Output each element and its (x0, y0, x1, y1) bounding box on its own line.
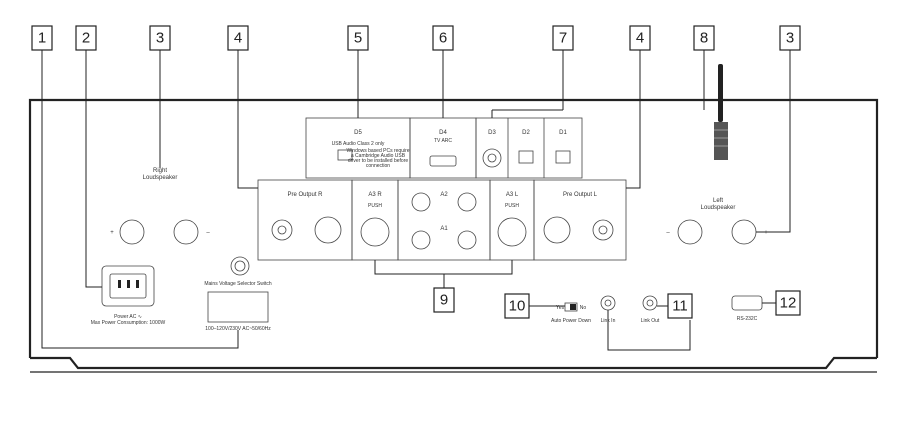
push-label-r: PUSH (368, 203, 382, 209)
leader-lines (41, 50, 791, 351)
d2-optical-port[interactable] (518, 150, 534, 164)
a2-l-rca[interactable] (457, 192, 477, 212)
pre-output-r-label: Pre Output R (287, 192, 323, 198)
power-consumption-label: Max Power Consumption: 1000W (91, 320, 166, 326)
usb-note-1: Windows based PCs require (346, 148, 409, 154)
svg-text:6: 6 (439, 30, 447, 47)
d4-label: D4 (439, 130, 447, 136)
callout-7: 7 (552, 25, 574, 51)
usb-note-4: connection (366, 163, 390, 169)
rs232c-port[interactable] (731, 295, 763, 311)
push-label-l: PUSH (505, 203, 519, 209)
power-inlet[interactable] (101, 265, 155, 307)
d5-label: D5 (354, 130, 362, 136)
d1-label: D1 (559, 130, 567, 136)
right-speaker-label-2: Loudspeaker (143, 175, 178, 181)
usb-audio-label: USB Audio Class 2 only (332, 141, 385, 147)
mains-voltage-switch[interactable] (207, 256, 269, 323)
usb-note-2: a Cambridge Audio USB (351, 153, 406, 159)
auto-power-down-label: Auto Power Down (551, 318, 591, 324)
svg-text:12: 12 (780, 295, 797, 312)
svg-text:4: 4 (636, 30, 644, 47)
power-ac-label: Power AC ∿ (114, 314, 142, 320)
callout-8: 8 (693, 25, 715, 51)
callout-12: 12 (775, 290, 801, 316)
d1-optical-port[interactable] (555, 150, 571, 164)
speaker-terminals: Right Loudspeaker + – Left Loudspeaker –… (110, 168, 768, 245)
callout-3-right: 3 (779, 25, 801, 51)
svg-text:11: 11 (672, 298, 688, 315)
left-speaker-label-1: Left (713, 198, 723, 204)
a1-l-rca[interactable] (457, 230, 477, 250)
callout-6: 6 (432, 25, 454, 51)
chassis (28, 98, 879, 373)
left-speaker-plus-terminal[interactable] (731, 219, 757, 245)
callout-10: 10 (504, 293, 530, 319)
a3l-xlr-input[interactable] (497, 217, 527, 247)
left-minus-sign: – (666, 230, 670, 236)
usb-b-port[interactable] (337, 149, 353, 161)
svg-text:3: 3 (786, 30, 794, 47)
d3-label: D3 (488, 130, 496, 136)
no-label: No (580, 305, 587, 311)
mains-voltage-label: 100–120V/230V AC~50/60Hz (205, 326, 271, 332)
d3-coax-port[interactable] (482, 148, 502, 168)
a3r-xlr-input[interactable] (360, 217, 390, 247)
a2-label: A2 (440, 192, 448, 198)
callout-5: 5 (347, 25, 369, 51)
svg-text:2: 2 (82, 30, 90, 47)
svg-text:5: 5 (354, 30, 362, 47)
svg-text:1: 1 (38, 30, 46, 47)
right-speaker-minus-terminal[interactable] (173, 219, 199, 245)
callout-2: 2 (75, 25, 97, 51)
svg-text:9: 9 (440, 292, 448, 309)
svg-text:3: 3 (156, 30, 164, 47)
left-speaker-label-2: Loudspeaker (701, 205, 736, 211)
callout-4-right: 4 (629, 25, 651, 51)
yes-label: Yes (556, 305, 565, 311)
pre-out-l-xlr[interactable] (543, 216, 571, 244)
d2-label: D2 (522, 130, 530, 136)
left-speaker-minus-terminal[interactable] (677, 219, 703, 245)
bluetooth-antenna[interactable] (714, 64, 728, 160)
callout-11: 11 (667, 293, 693, 319)
auto-power-down-switch[interactable] (564, 302, 578, 312)
right-speaker-label-1: Right (153, 168, 167, 174)
a3r-label: A3 R (368, 192, 382, 198)
pre-out-l-rca[interactable] (592, 219, 614, 241)
a1-label: A1 (440, 226, 448, 232)
hdmi-port[interactable] (429, 155, 457, 167)
pre-output-l-label: Pre Output L (563, 192, 598, 198)
right-plus-sign: + (110, 230, 114, 236)
svg-text:8: 8 (700, 30, 708, 47)
a2-r-rca[interactable] (411, 192, 431, 212)
analog-panel: Pre Output R A3 R A2 A1 A3 L Pre Output … (257, 179, 627, 261)
pre-out-r-xlr[interactable] (314, 216, 342, 244)
svg-text:4: 4 (234, 30, 242, 47)
a1-r-rca[interactable] (411, 230, 431, 250)
usb-note-3: driver to be installed before (348, 158, 409, 164)
callout-9: 9 (433, 287, 455, 313)
callout-1: 1 (31, 25, 53, 51)
left-plus-sign: + (764, 230, 768, 236)
digital-inputs-panel: D5 USB Audio Class 2 only Windows based … (305, 117, 583, 179)
right-speaker-plus-terminal[interactable] (119, 219, 145, 245)
right-minus-sign: – (206, 230, 210, 236)
svg-text:7: 7 (559, 30, 567, 47)
link-out-label: Link Out (641, 318, 660, 324)
pre-out-r-rca[interactable] (271, 219, 293, 241)
mains-switch-label: Mains Voltage Selector Switch (204, 281, 271, 287)
link-in-jack[interactable] (600, 295, 616, 311)
link-out-jack[interactable] (642, 295, 658, 311)
callout-4-left: 4 (227, 25, 249, 51)
tv-arc-label: TV ARC (434, 138, 452, 144)
callout-3-left: 3 (149, 25, 171, 51)
rs232c-label: RS-232C (737, 316, 758, 322)
svg-text:10: 10 (509, 298, 526, 315)
a3l-label: A3 L (506, 192, 519, 198)
